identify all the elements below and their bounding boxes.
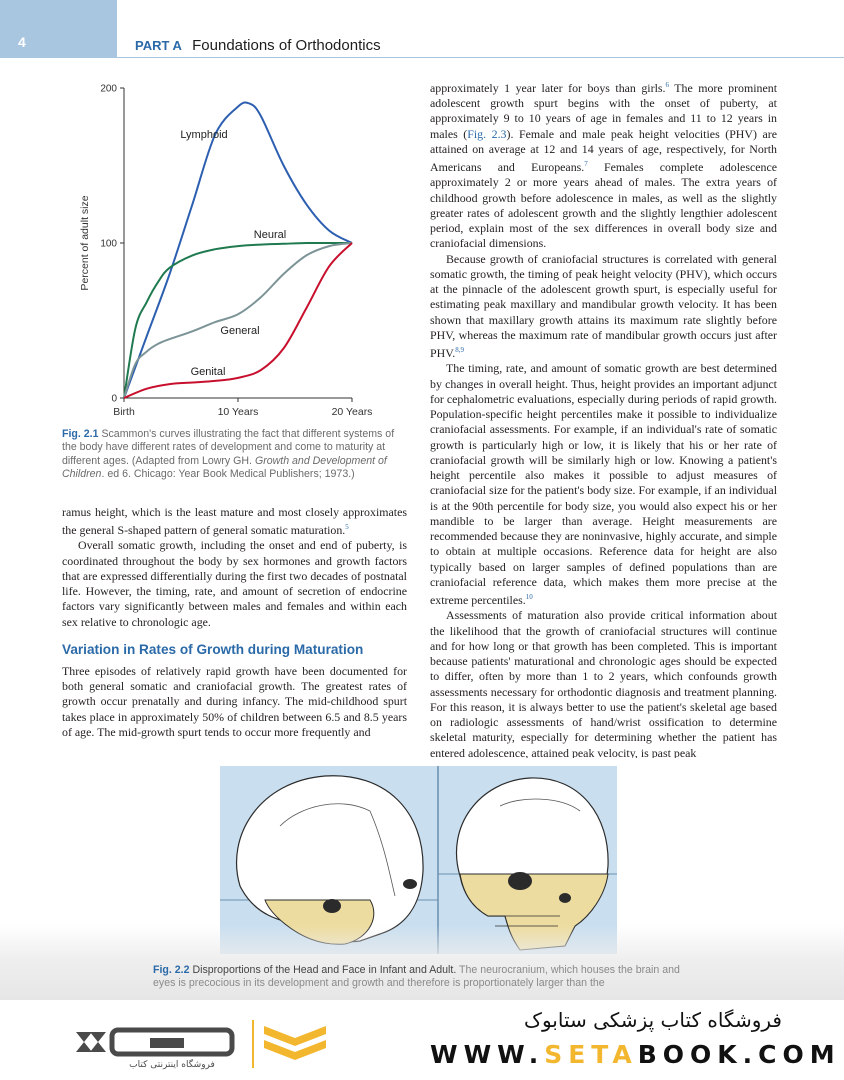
reference-link[interactable]: 5 [345, 523, 349, 532]
paragraph: approximately 1 year later for boys than… [430, 78, 777, 252]
series-line-neural [123, 241, 352, 399]
paragraph: Assessments of maturation also provide c… [430, 608, 777, 758]
page-tab [0, 0, 117, 58]
right-column: approximately 1 year later for boys than… [430, 78, 777, 758]
store-url[interactable]: WWW.SETABOOK.COM [430, 1040, 841, 1069]
reference-link[interactable]: 8,9 [455, 346, 464, 355]
figure-link[interactable]: Fig. 2.3 [467, 126, 507, 141]
left-column: ramus height, which is the least mature … [62, 505, 407, 750]
running-head: PART A Foundations of Orthodontics [135, 37, 381, 54]
url-suffix: BOOK.COM [637, 1040, 841, 1069]
figure-caption-2-2: Fig. 2.2 Disproportions of the Head and … [153, 964, 698, 994]
setabook-logo: فروشگاه اینترنتی کتاب [76, 1027, 235, 1070]
y-tick-label: 200 [100, 84, 117, 95]
logo-subtitle: فروشگاه اینترنتی کتاب [129, 1058, 215, 1070]
x-tick-label: Birth [113, 406, 135, 418]
text-run: The more prominent adolescent growth spu… [430, 80, 777, 141]
text-run: ramus height, which is the least mature … [62, 505, 407, 538]
y-tick-label: 0 [111, 394, 117, 405]
figure-label: Fig. 2.1 [62, 428, 99, 440]
text-run: The timing, rate, and amount of somatic … [430, 361, 777, 608]
caption-text: The neurocranium, which houses the brain… [153, 964, 680, 990]
reference-link[interactable]: 6 [665, 81, 669, 89]
y-tick-label: 100 [100, 239, 117, 250]
fade-band [0, 925, 844, 1000]
part-label: PART A [135, 38, 182, 53]
paragraph: ramus height, which is the least mature … [62, 505, 407, 538]
page-number: 4 [18, 34, 26, 50]
part-title: Foundations of Orthodontics [192, 37, 381, 54]
series-label-lymphoid: Lymphoid [180, 129, 227, 141]
section-heading: Variation in Rates of Growth during Matu… [62, 641, 364, 657]
series-label-genital: Genital [191, 366, 226, 378]
setabook-emblem [264, 1026, 326, 1060]
skull-illustration [220, 766, 617, 954]
text-run: ). Female and male peak height velocitie… [430, 126, 777, 175]
skull-proportions-figure [220, 766, 617, 954]
paragraph: Overall somatic growth, including the on… [62, 538, 407, 629]
reference-link[interactable]: 10 [525, 593, 533, 602]
caption-tail: . ed 6. Chicago: Year Book Medical Publi… [101, 468, 355, 481]
caption-title: Disproportions of the Head and Face in I… [189, 964, 457, 976]
logo-divider [252, 1020, 254, 1068]
series-label-general: General [220, 325, 259, 337]
store-name: فروشگاه کتاب پزشکی ستابوک [524, 1008, 782, 1032]
figure-caption-2-1: Fig. 2.1 Scammon's curves illustrating t… [62, 428, 407, 488]
url-accent: SETA [544, 1040, 638, 1069]
text-run: Females complete adolescence approximate… [430, 160, 777, 251]
series-line-lymphoid [123, 101, 353, 399]
text-run: Because growth of craniofacial structure… [430, 251, 777, 361]
url-prefix: WWW. [430, 1040, 545, 1069]
paragraph: Because growth of craniofacial structure… [430, 252, 777, 362]
footer-watermark [0, 1000, 844, 1080]
caption-italic: Growth and Development of Children [62, 454, 387, 481]
paragraph: The timing, rate, and amount of somatic … [430, 361, 777, 608]
header-rule [117, 57, 844, 58]
figure-label: Fig. 2.2 [153, 964, 190, 976]
reference-link[interactable]: 7 [584, 160, 588, 169]
y-axis-label: Percent of adult size [79, 195, 91, 290]
x-tick-label: 20 Years [332, 406, 373, 418]
caption-text: Scammon's curves illustrating the fact t… [62, 428, 395, 467]
series-label-neural: Neural [254, 229, 286, 241]
paragraph: Three episodes of relatively rapid growt… [62, 663, 407, 739]
text-run: approximately 1 year later for boys than… [430, 80, 666, 95]
series-line-genital [123, 242, 353, 399]
x-tick-label: 10 Years [218, 406, 259, 418]
series-line-general [123, 242, 353, 399]
